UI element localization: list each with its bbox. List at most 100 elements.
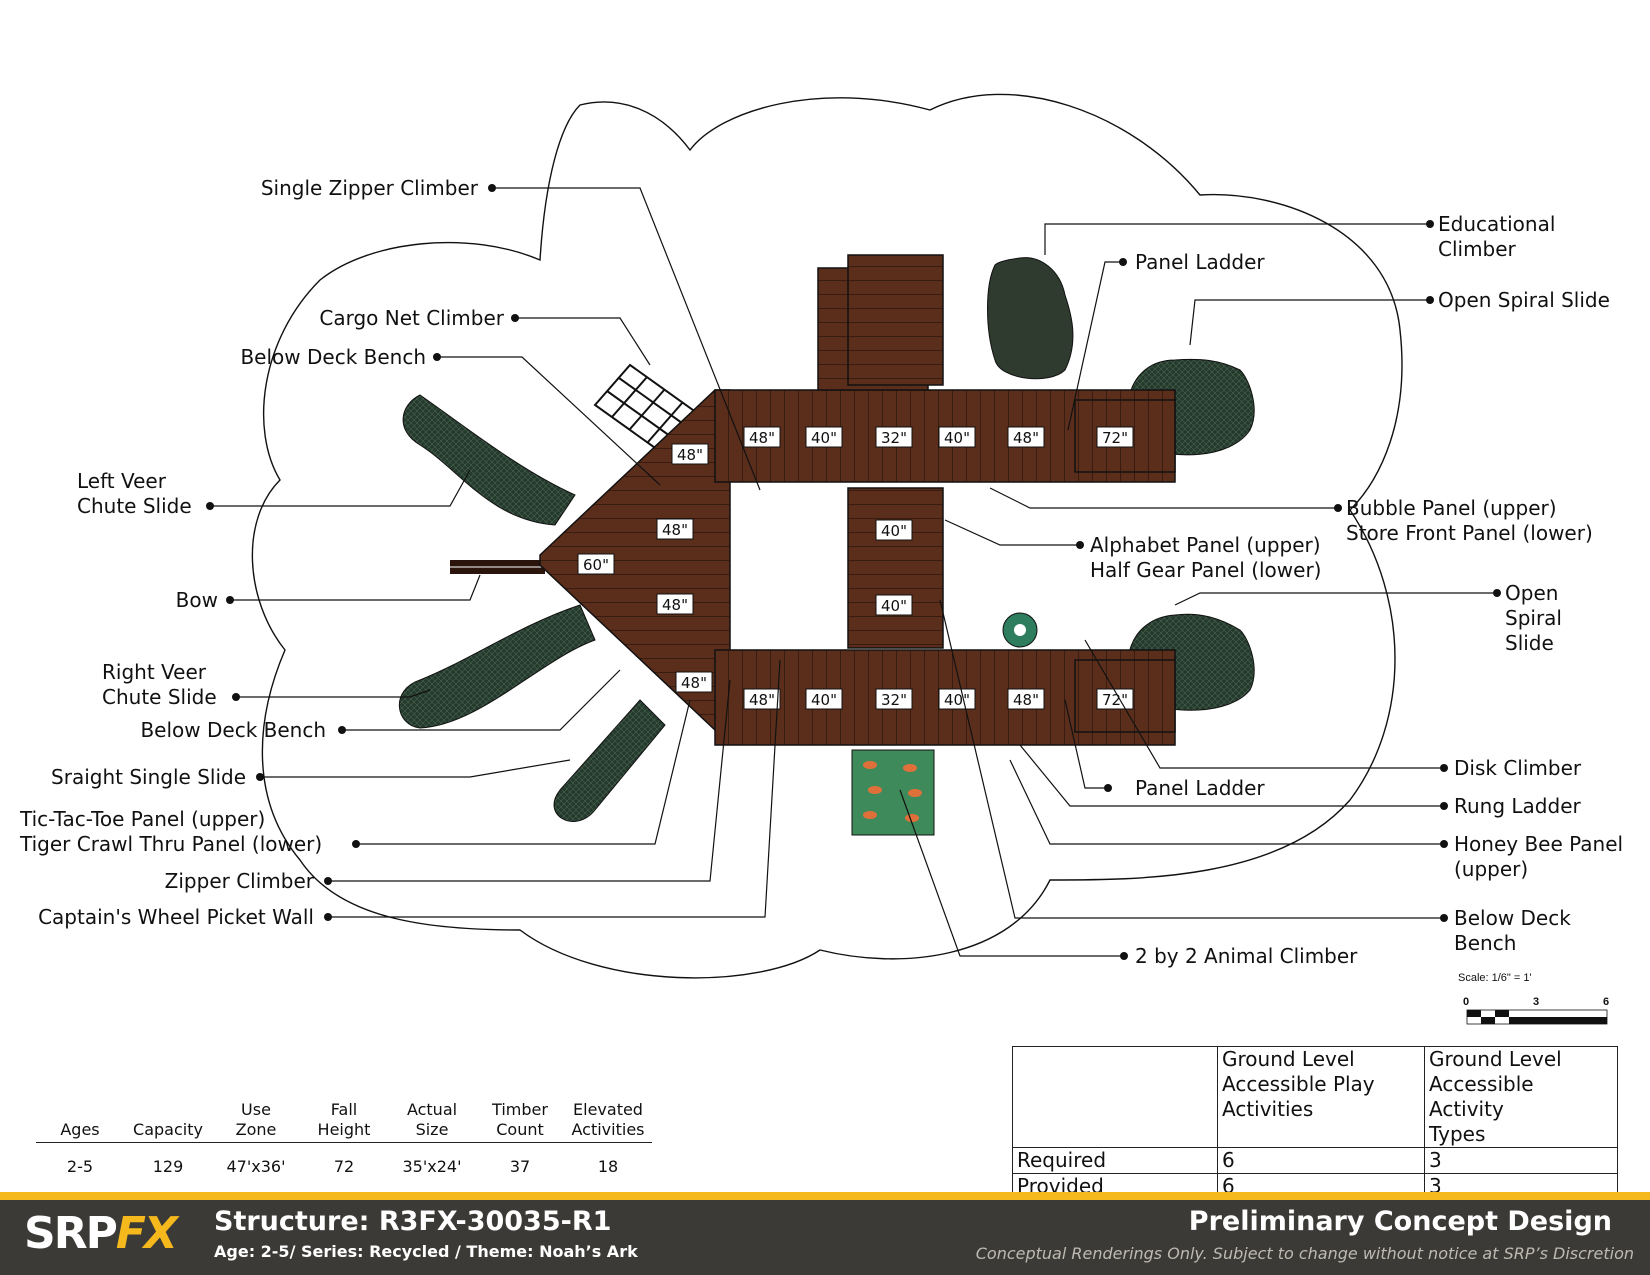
callout-captains-wheel-picket-wall: Captain's Wheel Picket Wall [38, 905, 314, 929]
callout-below-deck-bench-1: Below Deck Bench [240, 345, 426, 369]
spec-value-ages: 2-5 [66, 1157, 94, 1176]
deck-height-bow-upper: 48" [671, 443, 709, 465]
design-status: Preliminary Concept Design [1188, 1206, 1612, 1237]
accessibility-col-activity-types: Ground Level Accessible Activity Types [1424, 1046, 1618, 1148]
scale-tick-6: 6 [1603, 996, 1610, 1008]
deck-height-top-4: 48" [1007, 426, 1045, 448]
srpfx-logo: SRPFX [24, 1208, 178, 1259]
left-veer-chute-slide [402, 394, 576, 526]
deck-height-top-4-label: 48" [1013, 429, 1039, 447]
straight-single-slide [553, 699, 666, 822]
disclaimer: Conceptual Renderings Only. Subject to c… [975, 1244, 1634, 1263]
specs-header-row: Ages Capacity Use Zone Fall Height Actua… [36, 1098, 652, 1143]
deck-height-bottom-3-label: 40" [944, 691, 970, 709]
scale-tick-0: 0 [1463, 996, 1470, 1008]
deck-height-bottom-4: 48" [1007, 688, 1045, 710]
educational-climber [987, 257, 1074, 380]
accessibility-row-required: Required 6 3 [1012, 1147, 1618, 1174]
deck-height-center-upper-label: 40" [881, 522, 907, 540]
deck-height-center-lower: 40" [875, 594, 913, 616]
spec-header-fall-height: Fall Height [317, 1100, 371, 1139]
callout-zipper-climber: Zipper Climber [164, 869, 314, 893]
deck-height-bottom-0: 48" [743, 688, 781, 710]
specs-value-row: 2-5 129 47'x36' 72 35'x24' 37 18 [36, 1157, 652, 1177]
callout-disk-climber: Disk Climber [1454, 756, 1582, 780]
leader-lines [210, 187, 1497, 957]
accessibility-table: Ground Level Accessible Play Activities … [1012, 1046, 1618, 1200]
spec-header-actual-size: Actual Size [406, 1100, 458, 1139]
spec-value-timber-count: 37 [509, 1157, 531, 1176]
deck-height-top-0: 48" [743, 426, 781, 448]
deck-height-center-lower-label: 40" [881, 597, 907, 615]
use-zone-outline [251, 93, 1403, 979]
callout-straight-single-slide: Sraight Single Slide [51, 765, 246, 789]
spec-header-timber-count: Timber Count [492, 1100, 548, 1139]
deck-height-center-upper: 40" [875, 519, 913, 541]
spec-header-capacity: Capacity [133, 1120, 203, 1139]
callout-tic-tac-toe-panel: Tic-Tac-Toe Panel (upper) Tiger Crawl Th… [20, 807, 323, 856]
deck-height-top-5-label: 72" [1102, 429, 1128, 447]
two-by-two-animal-climber [851, 749, 935, 836]
scale-bar [1466, 1009, 1608, 1025]
structure-specs: Ages Capacity Use Zone Fall Height Actua… [36, 1098, 652, 1177]
deck-height-bottom-1: 40" [805, 688, 843, 710]
spec-header-use-zone: Use Zone [235, 1100, 277, 1139]
deck-height-bow-mid-upper-label: 48" [662, 521, 688, 539]
spec-value-fall-height: 72 [333, 1157, 355, 1176]
structure-subtitle: Age: 2-5/ Series: Recycled / Theme: Noah… [214, 1242, 638, 1261]
callout-bow: Bow [175, 588, 218, 612]
callout-rung-ladder: Rung Ladder [1454, 794, 1581, 818]
deck-height-bottom-5-label: 72" [1102, 691, 1128, 709]
callout-open-spiral-slide-1: Open Spiral Slide [1438, 288, 1610, 312]
spec-value-actual-size: 35'x24' [402, 1157, 462, 1176]
callout-below-deck-bench-2: Below Deck Bench [140, 718, 326, 742]
scale-label: Scale: 1/6" = 1' [1458, 972, 1532, 984]
accessibility-header-row: Ground Level Accessible Play Activities … [1012, 1046, 1618, 1148]
disk-climber [1002, 612, 1038, 648]
callout-educational-climber: Educational Climber [1438, 212, 1556, 261]
callout-panel-ladder-2: Panel Ladder [1135, 776, 1265, 800]
callout-cargo-net-climber: Cargo Net Climber [319, 306, 504, 330]
deck-height-top-2-label: 32" [881, 429, 907, 447]
logo-srp: SRP [24, 1208, 118, 1259]
deck-height-bow-mid-lower: 48" [656, 593, 694, 615]
deck-height-bow-lower-label: 48" [681, 674, 707, 692]
callout-alphabet-panel: Alphabet Panel (upper) Half Gear Panel (… [1090, 533, 1322, 582]
structure-id: Structure: R3FX-30035-R1 [214, 1206, 612, 1237]
callout-left-veer-chute-slide: Left Veer Chute Slide [77, 469, 192, 518]
deck-height-bow-lower: 48" [675, 671, 713, 693]
scale-tick-3: 3 [1533, 996, 1540, 1008]
play-structure-plan: 48" 40" 32" 40" 48" 72" 48" 40" 32" 40" 48" 72" 48" 4… [206, 93, 1608, 1025]
deck-height-bottom-3: 40" [938, 688, 976, 710]
accessibility-col-play-activities: Ground Level Accessible Play Activities [1217, 1046, 1425, 1148]
deck-height-bow-upper-label: 48" [677, 446, 703, 464]
deck-height-bottom-2-label: 32" [881, 691, 907, 709]
deck-height-top-3: 40" [938, 426, 976, 448]
deck-height-top-1-label: 40" [811, 429, 837, 447]
deck-height-bow-tip: 60" [577, 553, 615, 575]
deck-height-bow-mid-upper: 48" [656, 518, 694, 540]
callout-open-spiral-slide-2: Open Spiral Slide [1505, 581, 1562, 655]
callout-below-deck-bench-3: Below Deck Bench [1454, 906, 1571, 955]
bow-rail [450, 560, 545, 574]
spec-value-elevated-activities: 18 [597, 1157, 619, 1176]
accessibility-cell: 3 [1424, 1147, 1618, 1174]
deck-height-top-5: 72" [1096, 426, 1134, 448]
deck-height-top-1: 40" [805, 426, 843, 448]
callout-single-zipper-climber: Single Zipper Climber [260, 176, 478, 200]
leader-dots [206, 184, 1501, 960]
deck-height-bottom-2: 32" [875, 688, 913, 710]
deck-height-bottom-0-label: 48" [749, 691, 775, 709]
deck-height-bow-mid-lower-label: 48" [662, 596, 688, 614]
logo-fx: FX [115, 1208, 178, 1259]
right-veer-chute-slide [398, 604, 596, 729]
spec-value-use-zone: 47'x36' [226, 1157, 286, 1176]
accessibility-row-label: Required [1012, 1147, 1218, 1174]
footer-stripe [0, 1192, 1650, 1200]
accessibility-corner-cell [1012, 1046, 1218, 1148]
accessibility-cell: 6 [1217, 1147, 1425, 1174]
callout-panel-ladder-1: Panel Ladder [1135, 250, 1265, 274]
spec-header-elevated-activities: Elevated Activities [571, 1100, 645, 1139]
callout-animal-climber: 2 by 2 Animal Climber [1135, 944, 1358, 968]
deck-structure [539, 254, 1176, 746]
